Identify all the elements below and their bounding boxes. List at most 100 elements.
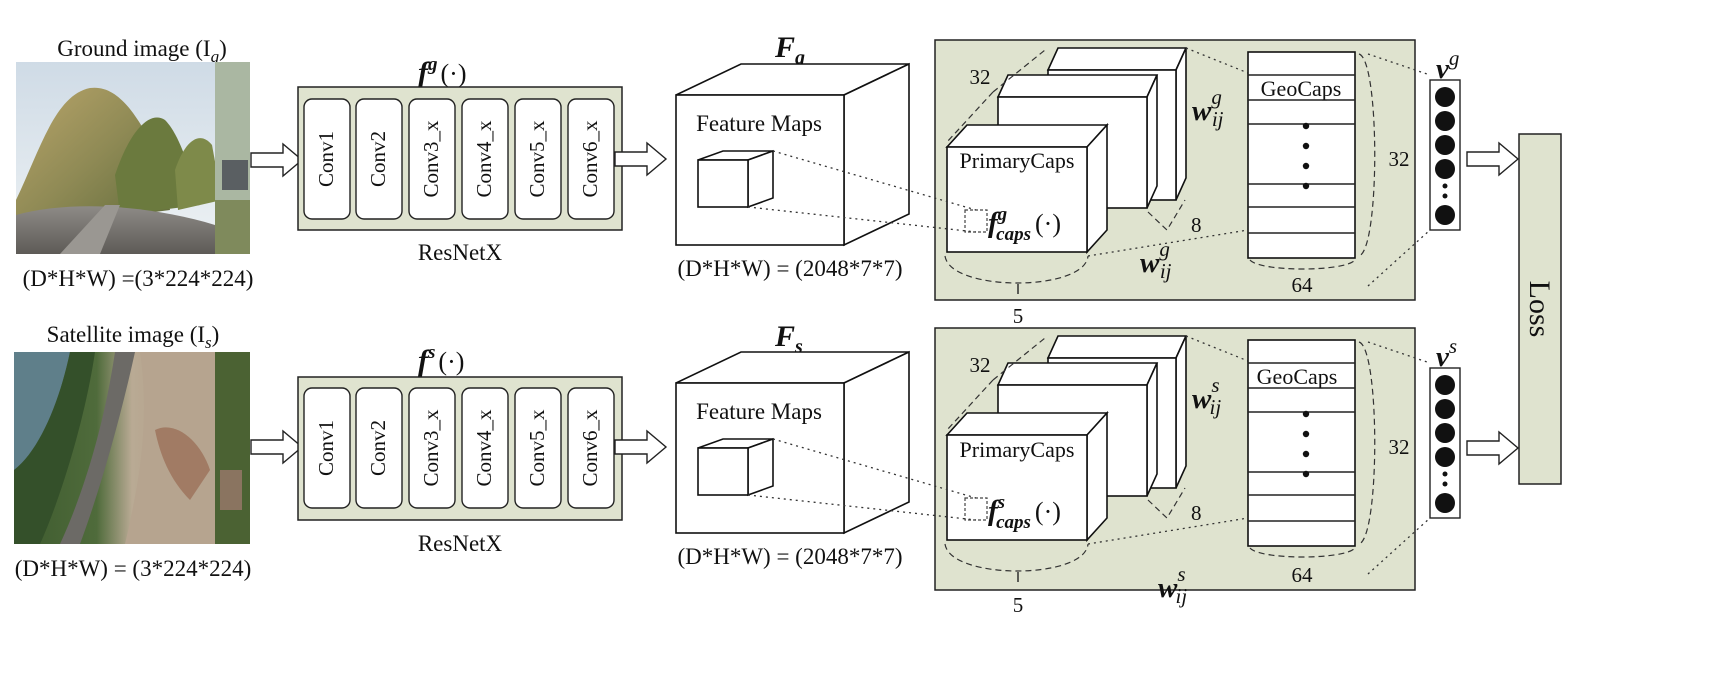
caps-dim-depth: 8 xyxy=(1191,501,1202,525)
feature-dims: (D*H*W) = (2048*7*7) xyxy=(677,544,902,569)
backbone-function-label: fg(·) xyxy=(418,54,466,89)
conv-block: Conv5_x xyxy=(514,387,562,509)
geocaps-cols: 64 xyxy=(1292,563,1314,587)
satellite-branch: Satellite image (Is) (D*H*W) = (3*224*22… xyxy=(14,320,1520,617)
satellite-image-dims: (D*H*W) = (3*224*224) xyxy=(15,556,252,581)
loss-label: Loss xyxy=(1523,281,1556,338)
conv-block: Conv2 xyxy=(355,387,403,509)
svg-text:Conv5_x: Conv5_x xyxy=(525,409,549,487)
backbone-label: ResNetX xyxy=(418,531,503,556)
backbone-arrow xyxy=(614,429,668,465)
output-vector-label: vg xyxy=(1436,46,1459,85)
projection-line xyxy=(1185,335,1249,362)
feature-title: Fg xyxy=(774,31,805,69)
svg-text:Conv1: Conv1 xyxy=(314,420,338,476)
caps-dim-top: 32 xyxy=(970,65,991,89)
output-vector xyxy=(1429,79,1461,231)
projection-line xyxy=(1367,229,1431,287)
ground-image-dims: (D*H*W) =(3*224*224) xyxy=(23,266,254,291)
caps-dim-bottom: 5 xyxy=(1013,593,1024,617)
dim-bracket xyxy=(946,91,994,143)
svg-text:Conv6_x: Conv6_x xyxy=(578,120,602,198)
svg-text:Conv1: Conv1 xyxy=(314,131,338,187)
primary-caps-label: PrimaryCaps xyxy=(960,437,1075,462)
conv-block: Conv1 xyxy=(303,98,351,220)
feature-cube: Feature Maps xyxy=(675,350,910,535)
svg-text:Conv5_x: Conv5_x xyxy=(525,120,549,198)
caps-dim-bottom: 5 xyxy=(1013,304,1024,328)
conv-block: Conv4_x xyxy=(461,387,509,509)
loss-block: Loss xyxy=(1518,133,1562,485)
dim-bracket xyxy=(1249,547,1356,558)
projection-line xyxy=(1367,341,1431,364)
output-vector-label: vs xyxy=(1436,334,1457,373)
output-arrow xyxy=(1466,141,1520,177)
geocaps-label: GeoCaps xyxy=(1261,76,1342,101)
svg-text:Conv3_x: Conv3_x xyxy=(419,409,443,487)
projection-line xyxy=(1185,47,1249,74)
caps-dim-top: 32 xyxy=(970,353,991,377)
ground-branch: Ground image (Ig) (D*H*W) =(3*224*224) f… xyxy=(16,31,1520,328)
conv-block: Conv6_x xyxy=(567,98,615,220)
dim-bracket xyxy=(1358,341,1376,545)
projection-line xyxy=(1367,53,1431,76)
backbone-label: ResNetX xyxy=(418,240,503,265)
geocaps-table: GeoCaps xyxy=(1247,339,1356,547)
dim-bracket xyxy=(992,337,1046,381)
geocaps-cols: 64 xyxy=(1292,273,1314,297)
geocaps-label: GeoCaps xyxy=(1257,364,1338,389)
feature-maps-label: Feature Maps xyxy=(696,111,822,136)
conv-stack: Conv1 Conv2 Conv3_x Conv4_x Conv5_x Conv… xyxy=(303,98,615,220)
output-vector xyxy=(1429,367,1461,519)
geocaps-table: GeoCaps xyxy=(1247,51,1356,259)
projection-line xyxy=(1367,517,1431,575)
projection-line xyxy=(747,494,977,521)
input-arrow xyxy=(250,142,304,178)
satellite-image-label: Satellite image (Is) xyxy=(47,322,220,352)
geocaps-rows: 32 xyxy=(1389,147,1410,171)
svg-text:Conv6_x: Conv6_x xyxy=(578,409,602,487)
conv-block: Conv3_x xyxy=(408,98,456,220)
satellite-image xyxy=(14,352,250,544)
dim-bracket xyxy=(992,49,1046,93)
input-arrow xyxy=(250,429,304,465)
svg-text:Conv4_x: Conv4_x xyxy=(472,409,496,487)
ground-image-label: Ground image (Ig) xyxy=(57,36,226,66)
primary-caps-label: PrimaryCaps xyxy=(960,148,1075,173)
feature-maps-label: Feature Maps xyxy=(696,399,822,424)
conv-block: Conv5_x xyxy=(514,98,562,220)
svg-text:Conv2: Conv2 xyxy=(366,131,390,187)
conv-stack: Conv1 Conv2 Conv3_x Conv4_x Conv5_x Conv… xyxy=(303,387,615,509)
conv-block: Conv1 xyxy=(303,387,351,509)
feature-dims: (D*H*W) = (2048*7*7) xyxy=(677,256,902,281)
dim-bracket xyxy=(944,255,1089,284)
ground-image xyxy=(16,62,250,254)
svg-text:Conv3_x: Conv3_x xyxy=(419,120,443,198)
svg-text:Conv2: Conv2 xyxy=(366,420,390,476)
dim-bracket xyxy=(946,379,994,431)
conv-block: Conv6_x xyxy=(567,387,615,509)
conv-block: Conv4_x xyxy=(461,98,509,220)
svg-text:Conv4_x: Conv4_x xyxy=(472,120,496,198)
dim-bracket xyxy=(1358,53,1376,257)
backbone-function-label: fs(·) xyxy=(418,342,464,377)
feature-cube: Feature Maps xyxy=(675,62,910,247)
projection-line xyxy=(747,206,977,233)
backbone-arrow xyxy=(614,141,668,177)
caps-dim-depth: 8 xyxy=(1191,213,1202,237)
conv-block: Conv2 xyxy=(355,98,403,220)
feature-title: Fs xyxy=(774,320,803,358)
output-arrow xyxy=(1466,430,1520,466)
conv-block: Conv3_x xyxy=(408,387,456,509)
geocaps-rows: 32 xyxy=(1389,435,1410,459)
dim-bracket xyxy=(1249,259,1356,270)
dim-bracket xyxy=(944,543,1089,572)
